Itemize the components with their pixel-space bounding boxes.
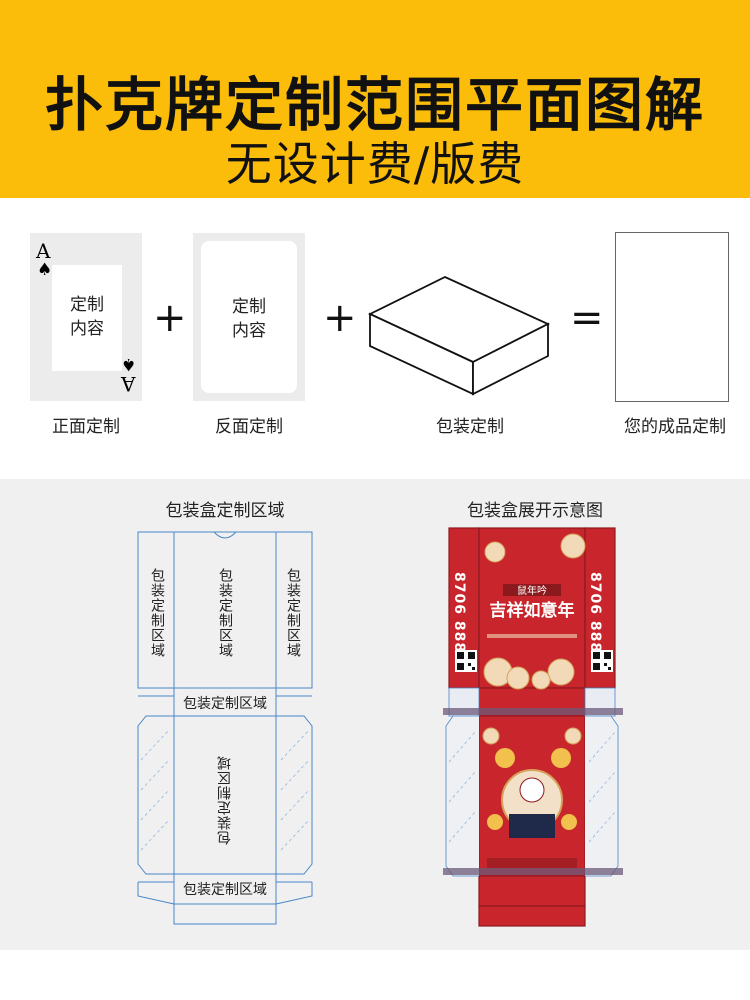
slogan-text: 吉祥如意年 (490, 600, 575, 621)
front-card: 定制 内容 A ♠ ♠ A (30, 233, 142, 401)
caption-result: 您的成品定制 (624, 417, 726, 437)
back-card: 定制 内容 (193, 233, 305, 401)
region-label-bottom-flap: 包装定制区域 (183, 882, 267, 898)
finished-product-box (615, 232, 729, 402)
equals-sign: = (570, 295, 604, 341)
left-panel-title: 包装盒定制区域 (165, 501, 285, 521)
front-card-line1: 定制 (70, 295, 104, 315)
plus-sign-2: + (323, 295, 357, 341)
spade-icon-bottom: ♠ (121, 354, 137, 374)
back-card-content-text: 定制 内容 (201, 295, 297, 343)
caption-box: 包装定制 (436, 417, 504, 437)
box-illustration (367, 276, 551, 396)
front-card-line2: 内容 (70, 319, 104, 339)
phone-right-flap: 8706 8888 (587, 572, 603, 664)
caption-front: 正面定制 (52, 417, 120, 437)
banner-text: 鼠年吟 (517, 584, 547, 597)
spade-icon: ♠ (37, 260, 53, 280)
dieline-diagram (137, 531, 313, 925)
page-subtitle: 无设计费/版费 (225, 137, 525, 191)
layout-section (0, 479, 750, 950)
back-card-content-area: 定制 内容 (201, 241, 297, 393)
box-side-face (472, 322, 549, 396)
card-rank-bottom: A (121, 372, 136, 396)
caption-back: 反面定制 (215, 417, 283, 437)
qr-code-right-icon (591, 650, 613, 672)
front-card-content-text: 定制 内容 (52, 293, 122, 341)
region-label-front: 包装定制区域 (217, 568, 233, 658)
region-label-right-flap: 包装定制区域 (285, 568, 301, 658)
plus-sign-1: + (153, 295, 187, 341)
header-banner (0, 0, 750, 198)
back-card-line2: 内容 (232, 321, 266, 341)
region-label-back: 包装定制区域 (217, 755, 233, 845)
card-rank-top: A (36, 239, 51, 263)
front-card-content-area: 定制 内容 (52, 265, 122, 371)
page-title: 扑克牌定制范围平面图解 (44, 71, 705, 139)
back-card-line1: 定制 (232, 297, 266, 317)
phone-left-flap: 8706 8888 (451, 572, 467, 664)
region-label-top-flap: 包装定制区域 (183, 696, 267, 712)
qr-code-left-icon (455, 650, 477, 672)
right-panel-title: 包装盒展开示意图 (467, 501, 603, 521)
region-label-left-flap: 包装定制区域 (149, 568, 165, 658)
